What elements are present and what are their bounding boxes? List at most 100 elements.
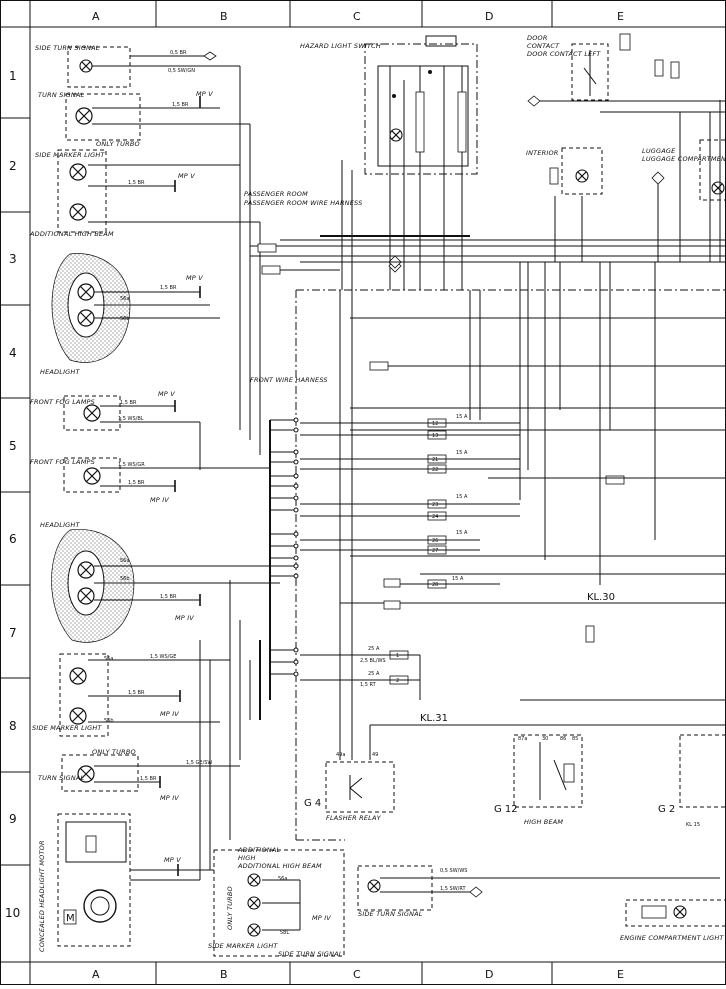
label-headlight-top: HEADLIGHT — [40, 368, 81, 376]
additional-high-beam-lamp — [69, 203, 87, 221]
side-marker-lamp-top — [69, 163, 87, 181]
fuse-28: 28 — [432, 582, 438, 588]
label-passenger-room-wire-harness-1: PASSENGER ROOM — [244, 190, 308, 198]
connector-pin — [293, 659, 299, 665]
label-mp-iv-3: MP IV — [160, 710, 179, 718]
svg-text:M: M — [66, 913, 75, 924]
passenger-room-harness: PASSENGER ROOM PASSENGER ROOM WIRE HARNE… — [244, 190, 726, 275]
pin-56a-3: 56a — [104, 656, 113, 662]
fuse-26: 26 — [432, 538, 438, 544]
label-g12: G 12 — [494, 804, 518, 815]
col-d-bottom: D — [485, 968, 493, 981]
wire-15br-7: 1,5 BR — [128, 690, 145, 696]
col-d-top: D — [485, 10, 493, 23]
col-b-top: B — [220, 10, 228, 23]
fuse-22: 22 — [432, 467, 438, 473]
row-10: 10 — [5, 906, 20, 920]
label-door-contact-left-1: DOOR — [527, 34, 548, 42]
wire-15br-2: 1,5 BR — [128, 180, 145, 186]
flasher-relay: 49a 49 G 4 FLASHER RELAY — [304, 752, 395, 822]
label-mp-iv-2: MP IV — [175, 614, 194, 622]
fuse-24: 24 — [432, 514, 438, 520]
fuse-23: 23 — [432, 502, 438, 508]
connector-pin — [293, 473, 299, 479]
door-contact-area: DOOR CONTACT DOOR CONTACT LEFT INTERIOR … — [526, 33, 726, 262]
wire-15wsgr: 1,5 WS/GR — [118, 462, 145, 468]
row-4: 4 — [9, 346, 17, 360]
label-interior: INTERIOR — [526, 149, 559, 157]
row-2: 2 — [9, 159, 17, 173]
label-mp-iv-4: MP IV — [160, 794, 179, 802]
wire-15gesw: 1,5 GE/SW — [186, 760, 212, 766]
fuse-rating-5: 15 A — [452, 576, 464, 582]
pin-30: 30 — [542, 736, 548, 742]
label-side-marker-light: SIDE MARKER LIGHT — [35, 151, 105, 159]
wire-15br-4: 1,5 BR — [120, 400, 137, 406]
bottom-assemblies: ADDITIONAL HIGH ADDITIONAL HIGH BEAM 56a… — [180, 580, 726, 958]
pin-49: 49 — [372, 752, 378, 758]
front-fog-lamp-2 — [83, 467, 101, 485]
fuse-rating-7: 25 A — [368, 671, 380, 677]
headlight-bottom-lamp-a — [77, 561, 95, 579]
wire-05swws: 0,5 SW/WS — [440, 868, 467, 874]
fuse-27: 27 — [432, 548, 438, 554]
svg-text:HIGH: HIGH — [238, 854, 256, 862]
front-harness: FRONT WIRE HARNESS — [250, 289, 726, 841]
connector-pin — [293, 417, 299, 423]
wire-15br-6: 1,5 BR — [160, 594, 177, 600]
label-front-wire-harness: FRONT WIRE HARNESS — [250, 376, 328, 384]
wire-15wsbl: 1,5 WS/BL — [118, 416, 144, 422]
fuse-13: 13 — [432, 433, 438, 439]
col-e-top: E — [617, 10, 624, 23]
turn-signal-lamp — [75, 107, 93, 125]
label-mp-v-5: MP V — [164, 856, 181, 864]
pin-56b-1: 56b — [120, 316, 130, 322]
label-side-marker-light-bottom: SIDE MARKER LIGHT — [32, 724, 102, 732]
svg-text:56a: 56a — [278, 876, 287, 882]
row-headers: 1 2 3 4 5 6 7 8 9 10 — [5, 69, 20, 920]
fuse-rating-3: 15 A — [456, 494, 468, 500]
label-mp-v-3: MP V — [186, 274, 203, 282]
row-9: 9 — [9, 812, 17, 826]
col-e-bottom: E — [617, 968, 624, 981]
row-5: 5 — [9, 439, 17, 453]
left-components: SIDE TURN SIGNAL 0,5 BR 0,5 SW/GN TURN S… — [29, 44, 280, 952]
col-a-top: A — [92, 10, 100, 23]
fuse-1: 1 — [396, 653, 399, 659]
connector-pin — [293, 543, 299, 549]
row-8: 8 — [9, 719, 17, 733]
side-marker-lamp-bottom-b — [69, 707, 87, 725]
label-high-beam: HIGH BEAM — [524, 818, 563, 826]
label-concealed-headlight-motor: CONCEALED HEADLIGHT MOTOR — [38, 840, 46, 952]
connector-pin — [293, 483, 299, 489]
wire-05swgn: 0,5 SW/GN — [168, 68, 195, 74]
label-door-contact-left: DOOR CONTACT LEFT — [527, 50, 601, 58]
col-a-bottom: A — [92, 968, 100, 981]
label-front-fog-lamps-1: FRONT FOG LAMPS — [30, 398, 95, 406]
wire-25blws: 2,5 BL/WS — [360, 658, 386, 664]
label-side-turn-signal-mid: SIDE TURN SIGNAL — [278, 950, 343, 958]
pin-56a-1: 56a — [120, 296, 129, 302]
row-1: 1 — [9, 69, 17, 83]
wire-15rt: 1,5 RT — [360, 682, 377, 688]
connector-pin — [293, 449, 299, 455]
label-mp-v-4: MP V — [158, 390, 175, 398]
wire-15br-1: 1,5 BR — [172, 102, 189, 108]
label-side-turn-signal-right: SIDE TURN SIGNAL — [358, 910, 423, 918]
label-side-turn-signal: SIDE TURN SIGNAL — [35, 44, 100, 52]
label-flasher-relay: FLASHER RELAY — [326, 814, 382, 822]
row-3: 3 — [9, 252, 17, 266]
label-mp-v-1: MP V — [196, 90, 213, 98]
fuse-rating-4: 15 A — [456, 530, 468, 536]
col-c-bottom: C — [353, 968, 361, 981]
pin-56b-3: 56b — [104, 718, 114, 724]
wire-15swrt: 1,5 SW/RT — [440, 886, 466, 892]
row-7: 7 — [9, 626, 17, 640]
label-only-turbo-bottom: ONLY TURBO — [92, 748, 136, 756]
connector-pin — [293, 671, 299, 677]
col-b-bottom: B — [220, 968, 228, 981]
row-6: 6 — [9, 532, 17, 546]
fuse-2: 2 — [396, 678, 399, 684]
label-headlight-bottom: HEADLIGHT — [40, 521, 81, 529]
